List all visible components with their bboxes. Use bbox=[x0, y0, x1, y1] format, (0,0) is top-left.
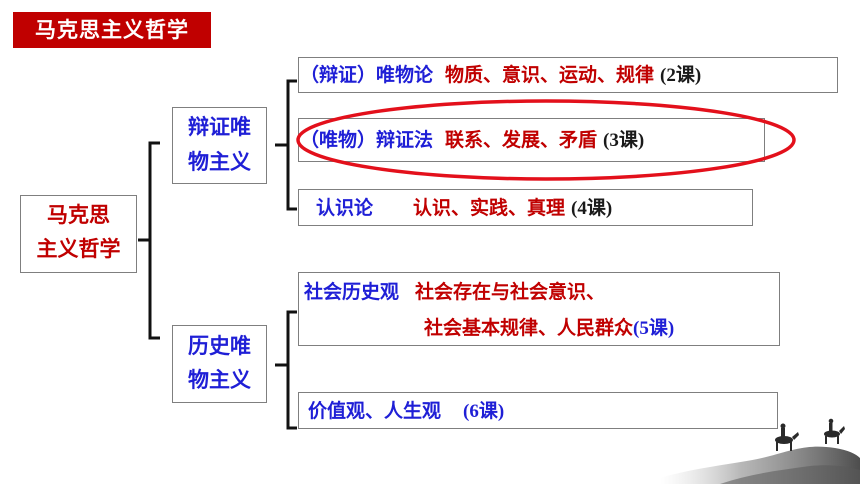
values-head: 价值观、人生观 bbox=[308, 400, 442, 422]
materialism-head: （辩证）唯物论 bbox=[300, 64, 434, 86]
materialism-box bbox=[298, 57, 838, 93]
horse-rider-icon bbox=[775, 423, 799, 451]
materialism-lesson: (2课) bbox=[660, 65, 702, 86]
historical-materialism-line1: 历史唯 bbox=[188, 334, 251, 358]
values-lesson: (6课) bbox=[463, 401, 505, 422]
epistemology-lesson: (4课) bbox=[571, 198, 613, 219]
epistemology-content: 认识、实践、真理 bbox=[413, 197, 566, 219]
social-history-content-line2: 社会基本规律、人民群众 bbox=[424, 317, 634, 339]
epistemology-box bbox=[298, 189, 753, 226]
epistemology-head: 认识论 bbox=[316, 197, 374, 219]
title-banner: 马克思主义哲学 bbox=[13, 12, 211, 48]
materialism-row: （辩证）唯物论物质、意识、运动、规律(2课) bbox=[300, 61, 701, 90]
horse-rider-icon bbox=[824, 418, 845, 444]
ink-landscape-decoration bbox=[660, 418, 860, 484]
root-label-line2: 主义哲学 bbox=[36, 237, 121, 261]
dialectical-materialism-line2: 物主义 bbox=[188, 150, 251, 174]
dialectical-materialism-line1: 辩证唯 bbox=[188, 115, 251, 139]
dialectics-row: （唯物）辩证法联系、发展、矛盾(3课) bbox=[300, 126, 644, 155]
epistemology-row: 认识论 认识、实践、真理(4课) bbox=[316, 194, 612, 223]
values-box bbox=[298, 392, 778, 429]
materialism-content: 物质、意识、运动、规律 bbox=[445, 64, 655, 86]
social-history-row2: 社会基本规律、人民群众(5课) bbox=[424, 314, 674, 343]
root-box bbox=[20, 195, 137, 273]
social-history-lesson: (5课) bbox=[633, 318, 675, 339]
values-row: 价值观、人生观 (6课) bbox=[308, 397, 504, 426]
social-history-box bbox=[298, 272, 780, 346]
dialectics-head: （唯物）辩证法 bbox=[300, 129, 434, 151]
dialectics-box bbox=[298, 118, 765, 162]
social-history-content-line1: 社会存在与社会意识、 bbox=[415, 281, 606, 303]
dialectics-lesson: (3课) bbox=[603, 130, 645, 151]
highlight-ellipse bbox=[296, 99, 796, 181]
dialectics-content: 联系、发展、矛盾 bbox=[445, 129, 598, 151]
historical-materialism-line2: 物主义 bbox=[188, 368, 251, 392]
social-history-row1: 社会历史观社会存在与社会意识、 bbox=[304, 278, 605, 306]
historical-brace bbox=[286, 310, 297, 430]
historical-materialism-box bbox=[172, 325, 267, 403]
root-label-line1: 马克思 bbox=[47, 203, 110, 227]
dialectical-materialism-box bbox=[172, 107, 267, 184]
social-history-head: 社会历史观 bbox=[304, 281, 400, 303]
